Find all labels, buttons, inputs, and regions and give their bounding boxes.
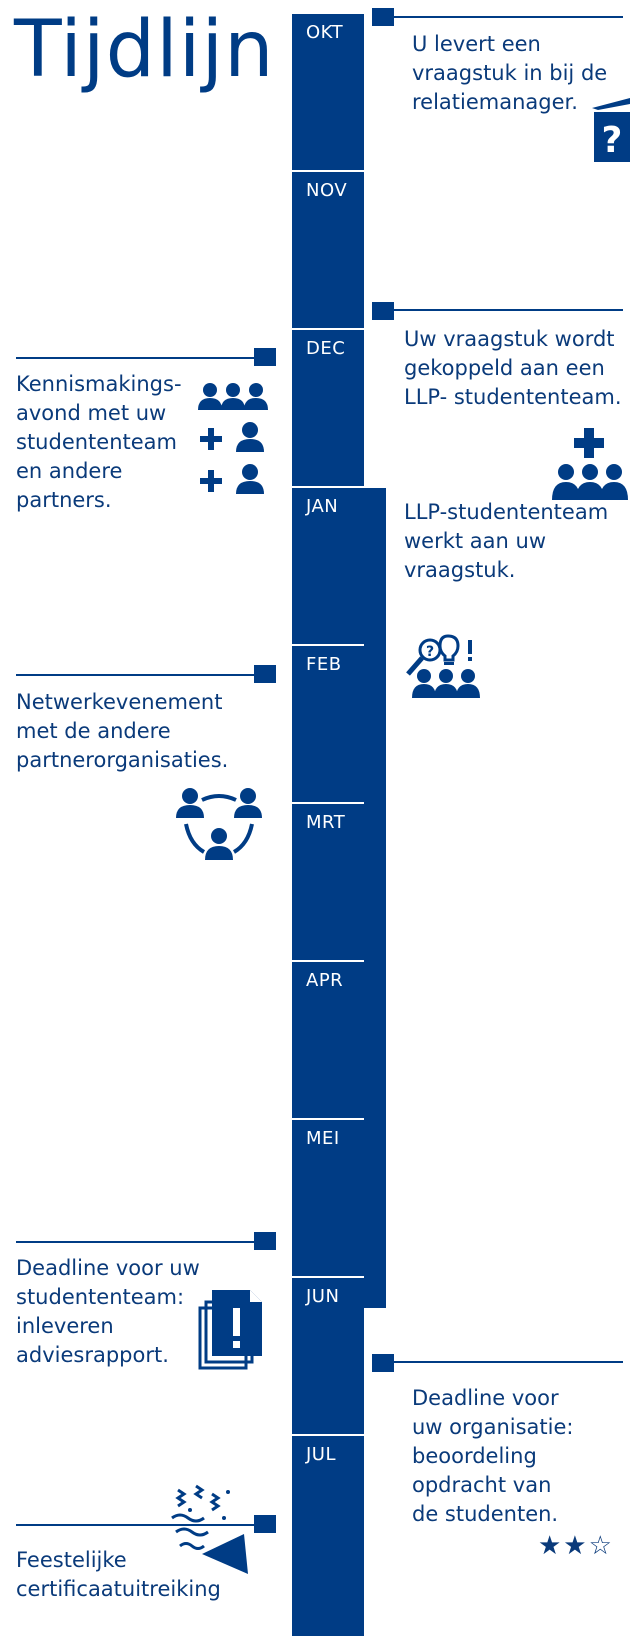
text-line: Netwerkevenement <box>16 690 223 714</box>
text-line: avond met uw <box>16 401 167 425</box>
text-line: relatiemanager. <box>412 90 578 114</box>
text-line: opdracht van <box>412 1473 552 1497</box>
event-text-kennismakingsavond: Kennismakings- avond met uw studententea… <box>16 370 182 515</box>
event-marker <box>254 1515 276 1533</box>
month-okt: OKT <box>292 12 364 170</box>
month-label: FEB <box>306 654 342 675</box>
month-label: DEC <box>306 338 346 359</box>
text-line: Deadline voor uw <box>16 1256 200 1280</box>
timeline-bar: OKT NOV DEC JAN FEB MRT APR MEI JUN JUL <box>292 12 364 1636</box>
event-connector-line <box>394 1361 623 1363</box>
event-connector-line <box>394 16 623 18</box>
text-line: LLP-studententeam <box>404 500 609 524</box>
page-title: Tijdlijn <box>14 5 275 95</box>
text-line: Feestelijke <box>16 1548 127 1572</box>
question-booklet-icon: ? <box>592 96 630 162</box>
event-connector-line <box>16 357 254 359</box>
text-line: Uw vraagstuk wordt <box>404 327 615 351</box>
text-line: beoordeling <box>412 1444 537 1468</box>
month-mei: MEI <box>292 1118 364 1276</box>
month-label: MRT <box>306 812 346 833</box>
team-plus-people-icon <box>198 382 268 498</box>
text-line: de studenten. <box>412 1502 559 1526</box>
text-line: partnerorganisaties. <box>16 748 229 772</box>
month-jan: JAN <box>292 486 364 644</box>
duration-bar <box>364 488 386 1308</box>
text-line: werkt aan uw <box>404 529 547 553</box>
event-text-netwerkevenement: Netwerkevenement met de andere partneror… <box>16 688 228 775</box>
month-label: APR <box>306 970 344 991</box>
month-feb: FEB <box>292 644 364 802</box>
event-marker <box>254 348 276 366</box>
event-marker <box>372 8 394 26</box>
month-jul: JUL <box>292 1434 364 1636</box>
event-connector-line <box>16 1524 254 1526</box>
star-rating-icon: ★★☆ <box>538 1531 614 1561</box>
text-line: Deadline voor <box>412 1386 559 1410</box>
text-line: adviesrapport. <box>16 1343 169 1367</box>
text-line: en andere <box>16 459 123 483</box>
text-line: gekoppeld aan een <box>404 356 605 380</box>
event-text-vraagstuk-indienen: U levert een vraagstuk in bij de relatie… <box>412 30 607 117</box>
text-line: U levert een <box>412 32 541 56</box>
month-nov: NOV <box>292 170 364 328</box>
month-label: NOV <box>306 180 348 201</box>
event-marker <box>372 1354 394 1372</box>
text-line: LLP- studententeam. <box>404 385 622 409</box>
event-text-werkt-aan-vraagstuk: LLP-studententeam werkt aan uw vraagstuk… <box>404 498 608 585</box>
month-label: JAN <box>306 496 339 517</box>
event-text-deadline-studententeam: Deadline voor uw studententeam: inlevere… <box>16 1254 200 1370</box>
event-text-deadline-organisatie: Deadline voor uw organisatie: beoordelin… <box>412 1384 574 1529</box>
research-team-icon: ? <box>404 632 494 698</box>
documents-alert-icon <box>198 1290 264 1370</box>
month-label: JUL <box>306 1444 337 1465</box>
svg-text:?: ? <box>426 644 434 660</box>
text-line: studententeam: <box>16 1285 185 1309</box>
month-label: OKT <box>306 22 344 43</box>
svg-text:?: ? <box>602 120 623 161</box>
text-line: uw organisatie: <box>412 1415 574 1439</box>
event-marker <box>254 1232 276 1250</box>
month-apr: APR <box>292 960 364 1118</box>
month-jun: JUN <box>292 1276 364 1434</box>
text-line: Kennismakings- <box>16 372 182 396</box>
text-line: met de andere <box>16 719 171 743</box>
event-marker <box>372 302 394 320</box>
text-line: certificaatuitreiking <box>16 1577 221 1601</box>
text-line: partners. <box>16 488 112 512</box>
event-marker <box>254 665 276 683</box>
event-connector-line <box>394 309 623 311</box>
text-line: vraagstuk. <box>404 558 516 582</box>
text-line: vraagstuk in bij de <box>412 61 608 85</box>
text-line: studententeam <box>16 430 177 454</box>
month-label: MEI <box>306 1128 340 1149</box>
text-line: inleveren <box>16 1314 114 1338</box>
event-connector-line <box>16 1241 254 1243</box>
network-people-icon <box>176 788 262 862</box>
event-text-koppeling: Uw vraagstuk wordt gekoppeld aan een LLP… <box>404 325 622 412</box>
month-label: JUN <box>306 1286 340 1307</box>
party-popper-icon <box>168 1484 252 1576</box>
month-dec: DEC <box>292 328 364 486</box>
plus-team-icon <box>550 428 630 500</box>
month-mrt: MRT <box>292 802 364 960</box>
event-connector-line <box>16 674 254 676</box>
event-text-certificaatuitreiking: Feestelijke certificaatuitreiking <box>16 1546 221 1604</box>
